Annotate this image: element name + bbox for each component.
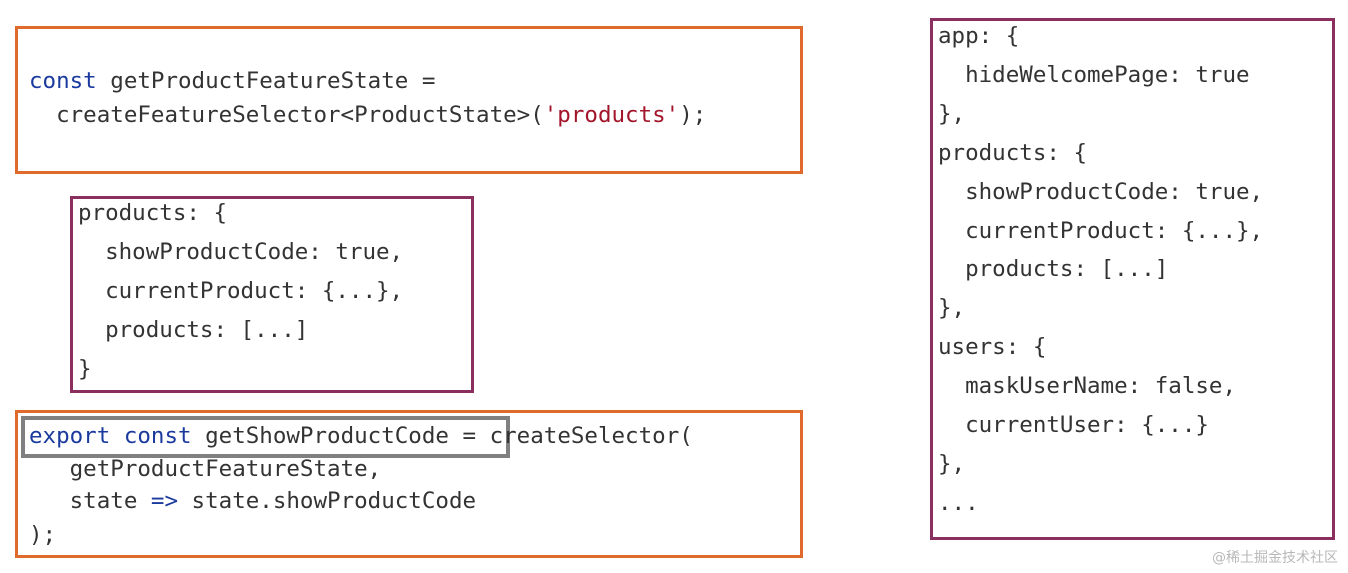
code-line: currentUser: {...} xyxy=(938,412,1209,438)
show-selector-line-1: export const getShowProductCode = create… xyxy=(29,425,693,448)
code-line: products: { xyxy=(78,200,228,226)
feature-selector-name: getProductFeatureState = xyxy=(96,68,436,94)
feature-selector-box xyxy=(15,26,803,174)
projector-body: state.showProductCode xyxy=(178,488,477,514)
keyword-export: export xyxy=(29,423,111,449)
code-line: }, xyxy=(938,295,966,322)
selector-name: getShowProductCode xyxy=(191,423,449,449)
code-line: currentProduct: {...}, xyxy=(938,217,1264,244)
feature-key-string: 'products' xyxy=(543,102,680,128)
selector-name-highlight xyxy=(21,416,510,458)
code-line: }, xyxy=(938,450,966,477)
watermark: @稀土掘金技术社区 xyxy=(1212,550,1338,566)
show-selector-line-4: ); xyxy=(29,522,57,548)
create-feature-selector-call: createFeatureSelector<ProductState>( xyxy=(29,102,544,128)
call-end: ); xyxy=(679,102,707,128)
code-line: showProductCode: true, xyxy=(78,239,404,265)
show-selector-line-2: getProductFeatureState, xyxy=(29,456,382,482)
code-line: users: { xyxy=(938,334,1047,361)
create-selector-call: = createSelector( xyxy=(448,423,693,449)
code-line: products: { xyxy=(938,139,1088,166)
show-selector-box xyxy=(15,410,803,558)
app-state-box xyxy=(930,18,1335,540)
keyword-const: const xyxy=(110,423,192,449)
code-line: } xyxy=(78,356,92,382)
products-state-box xyxy=(70,196,474,393)
feature-selector-line-2: createFeatureSelector<ProductState>('pro… xyxy=(29,104,706,127)
code-line: ... xyxy=(938,489,979,516)
feature-selector-line-1: const getProductFeatureState = xyxy=(29,70,435,93)
show-selector-line-3: state => state.showProductCode xyxy=(29,490,476,513)
code-line: hideWelcomePage: true xyxy=(938,61,1250,88)
code-line: showProductCode: true, xyxy=(938,178,1264,205)
code-line: products: [...] xyxy=(938,256,1169,283)
code-line: maskUserName: false, xyxy=(938,373,1237,400)
code-line: }, xyxy=(938,100,966,127)
code-line: products: [...] xyxy=(78,317,309,343)
code-line: app: { xyxy=(938,23,1020,49)
code-line: currentProduct: {...}, xyxy=(78,278,404,304)
arrow-operator: => xyxy=(150,488,179,514)
keyword-const: const xyxy=(29,68,97,94)
projector-param: state xyxy=(29,488,151,514)
